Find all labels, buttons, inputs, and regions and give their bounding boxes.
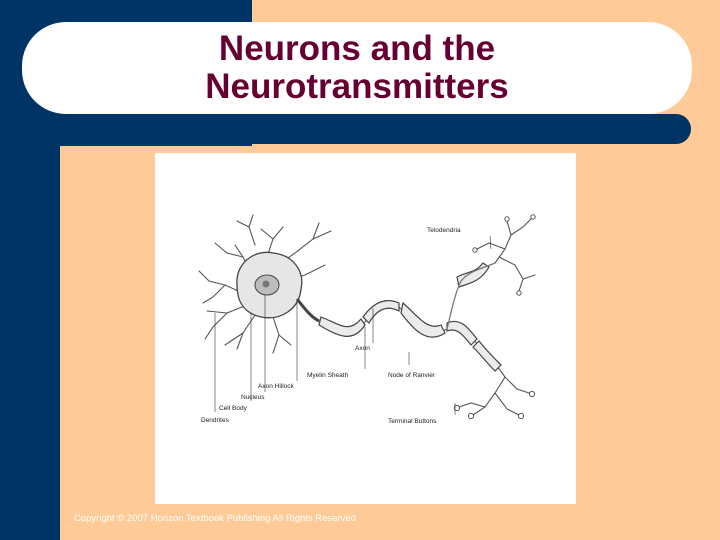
label-node-of-ranvier: Node of Ranvier: [388, 372, 436, 379]
terminal-button: [467, 412, 475, 420]
axon-collateral: [446, 262, 496, 330]
slide-title-line-2: Neurotransmitters: [205, 67, 509, 106]
label-axon-hillock: Axon Hillock: [258, 383, 295, 390]
telodendria-branch: [494, 220, 512, 264]
terminal-branch: [494, 362, 530, 394]
title-underbar: [28, 114, 691, 144]
label-cell-body: Cell Body: [219, 405, 248, 412]
myelin-sheath-segment: [446, 320, 478, 346]
label-axon: Axon: [355, 345, 370, 352]
myelin-sheath-segment: [362, 300, 400, 324]
dendrite-branch: [204, 304, 248, 340]
myelin-sheath-segment: [318, 316, 366, 337]
terminal-button: [504, 216, 510, 222]
terminal-button: [530, 214, 536, 220]
dendrite-branch: [312, 222, 320, 240]
dendrite-branch: [202, 284, 226, 304]
label-telodendria: Telodendria: [427, 227, 461, 234]
label-dendrites: Dendrites: [201, 417, 230, 424]
nucleolus: [262, 280, 270, 288]
terminal-branch: [494, 392, 520, 416]
dendrite-branch: [206, 310, 228, 314]
telodendria-branch: [498, 256, 524, 292]
telodendria-branch: [522, 274, 536, 280]
myelin-sheath-segment: [400, 301, 446, 338]
myelin-sheath-segment: [472, 340, 502, 372]
dendrite-branch: [278, 334, 292, 346]
label-nucleus: Nucleus: [241, 394, 265, 401]
terminal-button: [517, 412, 525, 420]
terminal-branch: [458, 402, 486, 408]
neuron-diagram: Telodendria Axon Myelin Sheath Node of R…: [198, 214, 536, 425]
terminal-button: [472, 247, 478, 253]
dendrite-branch: [224, 332, 244, 346]
dendrite-branch: [260, 228, 274, 240]
dendrite-branch: [272, 316, 280, 354]
label-terminal-buttons: Terminal Buttons: [388, 418, 437, 425]
dendrite-branch: [236, 220, 250, 228]
copyright-footer: Copyright © 2007 Horizon Textbook Publis…: [74, 513, 356, 524]
axon-hillock: [295, 298, 320, 323]
dendrite-branch: [236, 314, 256, 350]
terminal-button: [516, 290, 522, 296]
terminal-button: [453, 404, 461, 412]
label-myelin-sheath: Myelin Sheath: [307, 372, 349, 379]
slide-title-line-1: Neurons and the: [218, 29, 496, 68]
terminal-branch: [472, 376, 506, 416]
neuron-figure: Telodendria Axon Myelin Sheath Node of R…: [155, 153, 576, 504]
telodendria-branch: [510, 218, 532, 236]
leader-line: [489, 235, 492, 250]
terminal-button: [528, 390, 536, 398]
dendrite-branch: [214, 242, 244, 258]
dendrite-branch: [248, 214, 256, 246]
dendrite-branch: [198, 270, 248, 296]
title-banner: Neurons and the Neurotransmitters: [22, 22, 692, 114]
telodendria-branch: [476, 242, 506, 250]
